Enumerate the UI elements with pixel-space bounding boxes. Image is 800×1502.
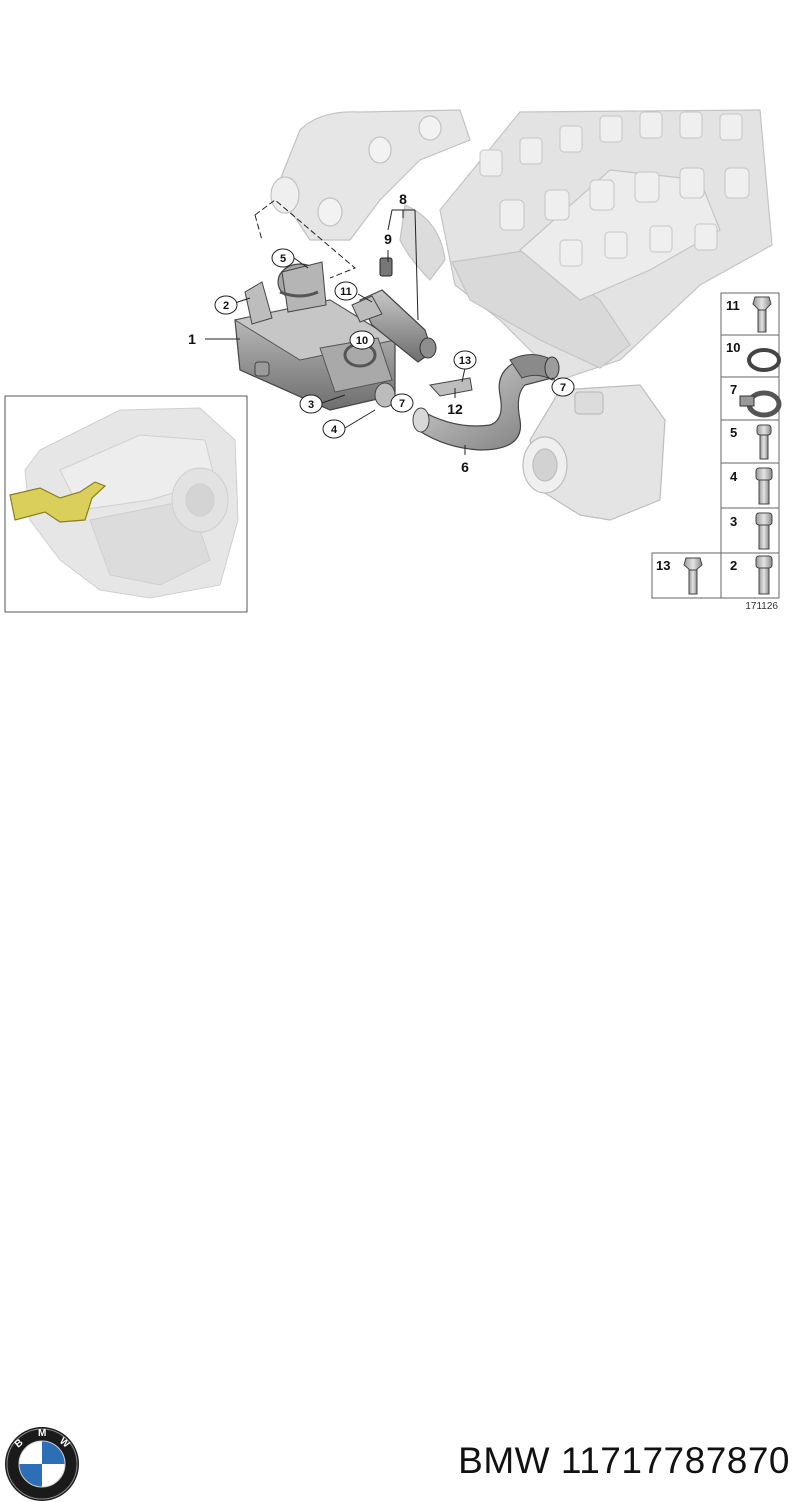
- exhaust-manifold: [270, 109, 471, 281]
- callout-8: 8: [399, 191, 407, 207]
- svg-text:M: M: [38, 1428, 46, 1439]
- callout-2-bubble: [214, 295, 238, 315]
- callout-3-bubble: [299, 394, 323, 414]
- diagram-reference-number: 171126: [745, 601, 778, 612]
- socket-screw-icon: [755, 512, 773, 550]
- callouts: 1 2 5 3 4 7 8 9 11 10 13 12 6 7: [188, 191, 575, 475]
- throttle-housing: [522, 384, 666, 521]
- callout-4-bubble: [322, 419, 346, 439]
- legend-num-13: 13: [656, 558, 670, 573]
- callout-7a-bubble: [390, 393, 414, 413]
- hose-clamp-icon: [739, 390, 782, 418]
- engine-camshaft-caps: [479, 111, 750, 267]
- callout-2: 2: [223, 300, 229, 312]
- callout-7a: 7: [399, 398, 405, 410]
- part-number: 11717787870: [560, 1440, 790, 1481]
- callout-4: 4: [331, 424, 338, 436]
- part-identifier: BMW 11717787870: [458, 1440, 790, 1482]
- highlighted-egr-module: [9, 481, 107, 523]
- egr-pipe: [412, 354, 560, 451]
- footer: B M W BMW 11717787870: [0, 700, 800, 1501]
- o-ring-icon: [747, 348, 781, 372]
- legend-num-10: 10: [726, 340, 740, 355]
- callout-9: 9: [384, 231, 392, 247]
- callout-10-bubble: [349, 330, 375, 350]
- legend-num-5: 5: [730, 425, 737, 440]
- callout-7b: 7: [560, 382, 566, 394]
- callout-5: 5: [280, 253, 286, 265]
- callout-13-bubble: [453, 350, 477, 370]
- dashed-leader-lines: [254, 199, 356, 279]
- egr-valve: [351, 257, 437, 363]
- bmw-logo: B M W: [5, 1427, 79, 1501]
- callout-1: 1: [188, 331, 196, 347]
- bolt-icon: [683, 557, 703, 595]
- legend-num-2: 2: [730, 558, 737, 573]
- callout-13: 13: [459, 355, 471, 367]
- egr-cooler-flange: [244, 261, 327, 325]
- socket-screw-icon: [755, 555, 773, 595]
- engine-overview-inset: [4, 395, 248, 613]
- parts-diagram: 1 2 5 3 4 7 8 9 11 10 13 12 6 7: [4, 109, 782, 613]
- legend-num-3: 3: [730, 514, 737, 529]
- callout-7b-bubble: [551, 377, 575, 397]
- brand-name: BMW: [458, 1440, 551, 1481]
- callout-11-bubble: [334, 281, 358, 301]
- socket-screw-icon: [755, 467, 773, 505]
- bolt-icon: [752, 296, 772, 333]
- callout-3: 3: [308, 399, 314, 411]
- callout-10: 10: [356, 335, 368, 347]
- legend-num-4: 4: [730, 469, 738, 484]
- pipe-bracket: [429, 377, 473, 397]
- legend-num-7: 7: [730, 382, 737, 397]
- callout-5-bubble: [271, 248, 295, 268]
- callout-6: 6: [461, 459, 469, 475]
- fastener-legend: 11 10 7 5 4 3 2 13: [651, 292, 782, 612]
- legend-num-11: 11: [726, 298, 740, 313]
- callout-12: 12: [447, 401, 463, 417]
- socket-screw-icon: [756, 424, 772, 460]
- callout-11: 11: [340, 286, 352, 298]
